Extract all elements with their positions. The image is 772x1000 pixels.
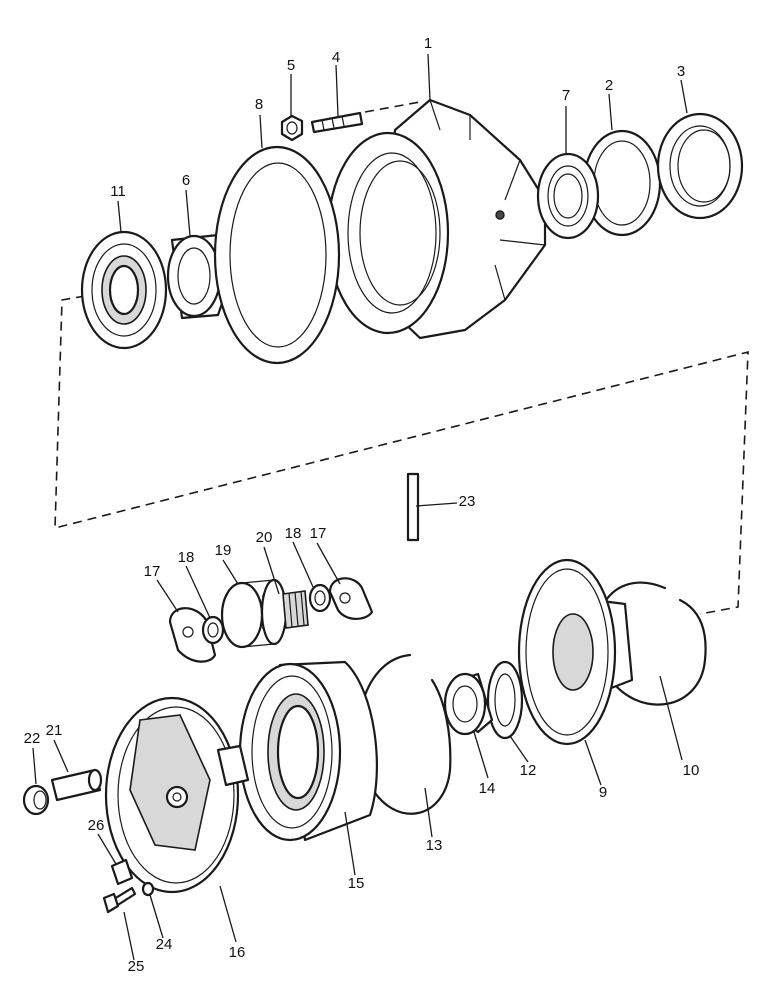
part-16-planet-carrier [104, 696, 250, 894]
part-18-spacer-right [308, 583, 332, 613]
part-22-cap [22, 784, 50, 816]
callout-16: 16 [229, 944, 246, 961]
part-23-pin [406, 472, 420, 542]
callout-26: 26 [88, 817, 105, 834]
callout-19: 19 [215, 542, 232, 559]
callout-13: 13 [426, 837, 443, 854]
callout-23: 23 [459, 493, 476, 510]
part-24-small-washer [141, 881, 155, 897]
callout-17-right: 17 [310, 525, 327, 542]
callout-6: 6 [182, 172, 190, 189]
part-10-circlip [595, 581, 707, 706]
callout-5: 5 [287, 57, 295, 74]
part-25-bolt [102, 886, 137, 914]
callout-7: 7 [562, 87, 570, 104]
part-18-spacer-left [201, 615, 225, 645]
callout-8: 8 [255, 96, 263, 113]
assembly-dashed-line-top [364, 101, 421, 113]
callout-1: 1 [424, 35, 432, 52]
callout-11: 11 [110, 183, 126, 200]
part-11-large-bearing [80, 230, 168, 350]
part-8-gasket [213, 145, 341, 365]
callout-4: 4 [332, 49, 340, 66]
part-20-needle-bearing [282, 590, 309, 629]
part-26-plug [110, 858, 134, 886]
part-17-thrust-washer-right [328, 577, 374, 620]
part-15-ring-gear [238, 660, 378, 842]
part-1-hub-housing [326, 98, 547, 340]
callout-18-right: 18 [285, 525, 302, 542]
callout-10: 10 [683, 762, 700, 779]
part-14-lock-nut [443, 672, 494, 736]
callout-25: 25 [128, 958, 145, 975]
leader-lines [32, 53, 688, 961]
callout-21: 21 [46, 722, 63, 739]
part-12-washer [486, 660, 524, 740]
part-5-nut [280, 114, 304, 142]
callout-15: 15 [348, 875, 365, 892]
part-4-stud [310, 111, 364, 134]
callout-2: 2 [605, 77, 613, 94]
callout-12: 12 [520, 762, 537, 779]
callout-14: 14 [479, 780, 496, 797]
part-9-sun-gear [517, 558, 634, 746]
part-19-planet-gear [220, 578, 288, 649]
assembly-dashed-line-left [54, 295, 749, 615]
part-3-seal [656, 112, 744, 220]
callout-20: 20 [256, 529, 273, 546]
callout-18-left: 18 [178, 549, 195, 566]
part-7-bearing [536, 152, 600, 240]
part-21-planet-pin [50, 768, 103, 802]
callout-22: 22 [24, 730, 41, 747]
callout-17-left: 17 [144, 563, 161, 580]
callout-24: 24 [156, 936, 173, 953]
callout-9: 9 [599, 784, 607, 801]
callout-3: 3 [677, 63, 685, 80]
